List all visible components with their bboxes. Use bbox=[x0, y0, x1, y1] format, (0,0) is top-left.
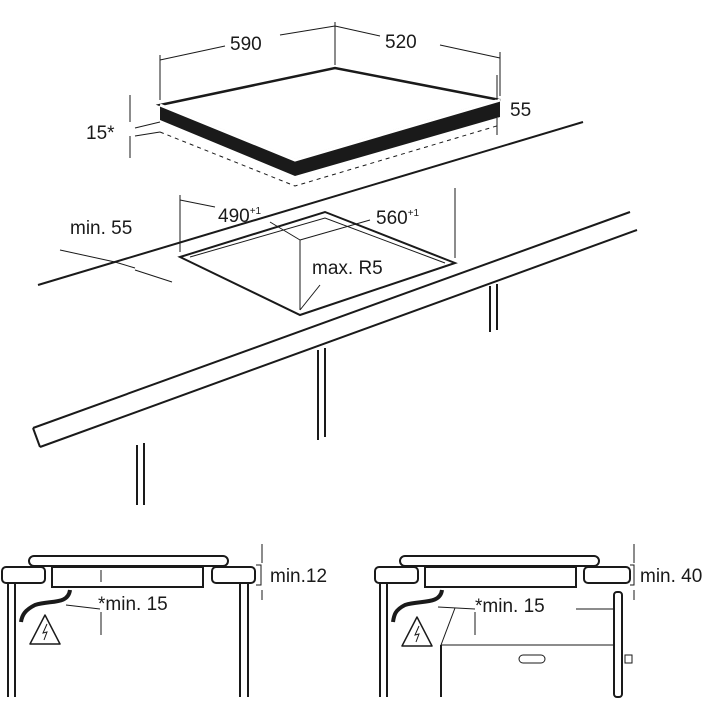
hob-depth-label: 520 bbox=[385, 32, 417, 53]
section-left bbox=[1, 544, 263, 697]
worktop-min-label-right: min. 40 bbox=[640, 566, 702, 587]
hob-perspective bbox=[155, 66, 501, 187]
hob-width-label: 590 bbox=[230, 34, 262, 55]
hob-height-label: 55 bbox=[510, 100, 531, 121]
cutout-depth-label: 560+1 bbox=[376, 208, 420, 229]
worktop-min-label-left: min.12 bbox=[270, 566, 327, 587]
cutout-dimensions bbox=[59, 188, 456, 311]
worktop bbox=[32, 121, 638, 505]
min-edge-label: min. 55 bbox=[70, 218, 132, 239]
electric-hazard-icon bbox=[29, 614, 61, 645]
clearance-label-left: *min. 15 bbox=[98, 594, 168, 615]
electric-hazard-icon bbox=[401, 616, 433, 647]
cutout bbox=[177, 210, 458, 317]
clearance-label-right: *min. 15 bbox=[475, 596, 545, 617]
cutout-width-label: 490+1 bbox=[218, 206, 262, 227]
hob-offset-label: 15* bbox=[86, 123, 115, 144]
hob-dimensions bbox=[129, 22, 501, 158]
corner-radius-label: max. R5 bbox=[312, 258, 383, 279]
section-right bbox=[374, 544, 635, 698]
